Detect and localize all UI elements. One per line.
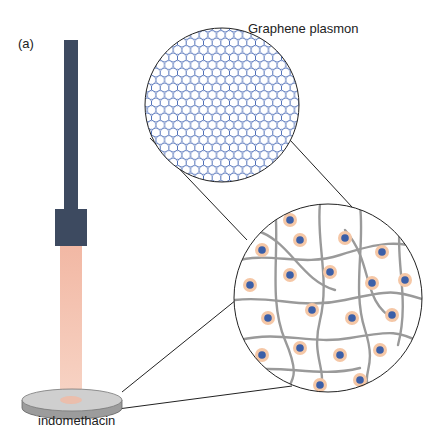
particle-core [258, 351, 266, 359]
particle-shell [323, 265, 337, 279]
particle-shell [375, 245, 389, 259]
sample-label: indomethacin [38, 413, 115, 429]
nanoparticle-network [232, 204, 425, 395]
particle-shell [345, 311, 359, 325]
particle-core [308, 306, 316, 314]
particle-core [388, 311, 396, 319]
particle-shell [255, 243, 269, 257]
particle-core [296, 236, 304, 244]
particle-shell [283, 213, 297, 227]
particle-shell [373, 343, 387, 357]
particle-shell [261, 311, 275, 325]
particle-shell [385, 308, 399, 322]
particle-shell [398, 273, 412, 287]
laser-head [55, 209, 87, 246]
graphene-label: Graphene plasmon [248, 21, 359, 37]
particle-core [348, 314, 356, 322]
particle-core [246, 281, 254, 289]
particle-core [401, 276, 409, 284]
panel-label: (a) [18, 36, 34, 52]
particle-shell [338, 231, 352, 245]
particle-core [341, 234, 349, 242]
particle-shell [333, 348, 347, 362]
particle-shell [293, 341, 307, 355]
particle-core [316, 381, 324, 389]
particle-core [378, 248, 386, 256]
particle-core [376, 346, 384, 354]
particle-shell [305, 303, 319, 317]
particle-core [264, 314, 272, 322]
particle-core [326, 268, 334, 276]
graphene-lattice [140, 25, 310, 190]
particle-core [296, 344, 304, 352]
particle-core [286, 271, 294, 279]
particle-core [336, 351, 344, 359]
particle-shell [313, 378, 327, 392]
particle-shell [283, 268, 297, 282]
particle-shell [293, 233, 307, 247]
particle-shell [365, 276, 379, 290]
particle-core [356, 376, 364, 384]
particle-shell [243, 278, 257, 292]
laser-beam [60, 245, 82, 395]
particle-core [258, 246, 266, 254]
particle-core [286, 216, 294, 224]
particle-core [368, 279, 376, 287]
laser-tube [64, 40, 78, 210]
